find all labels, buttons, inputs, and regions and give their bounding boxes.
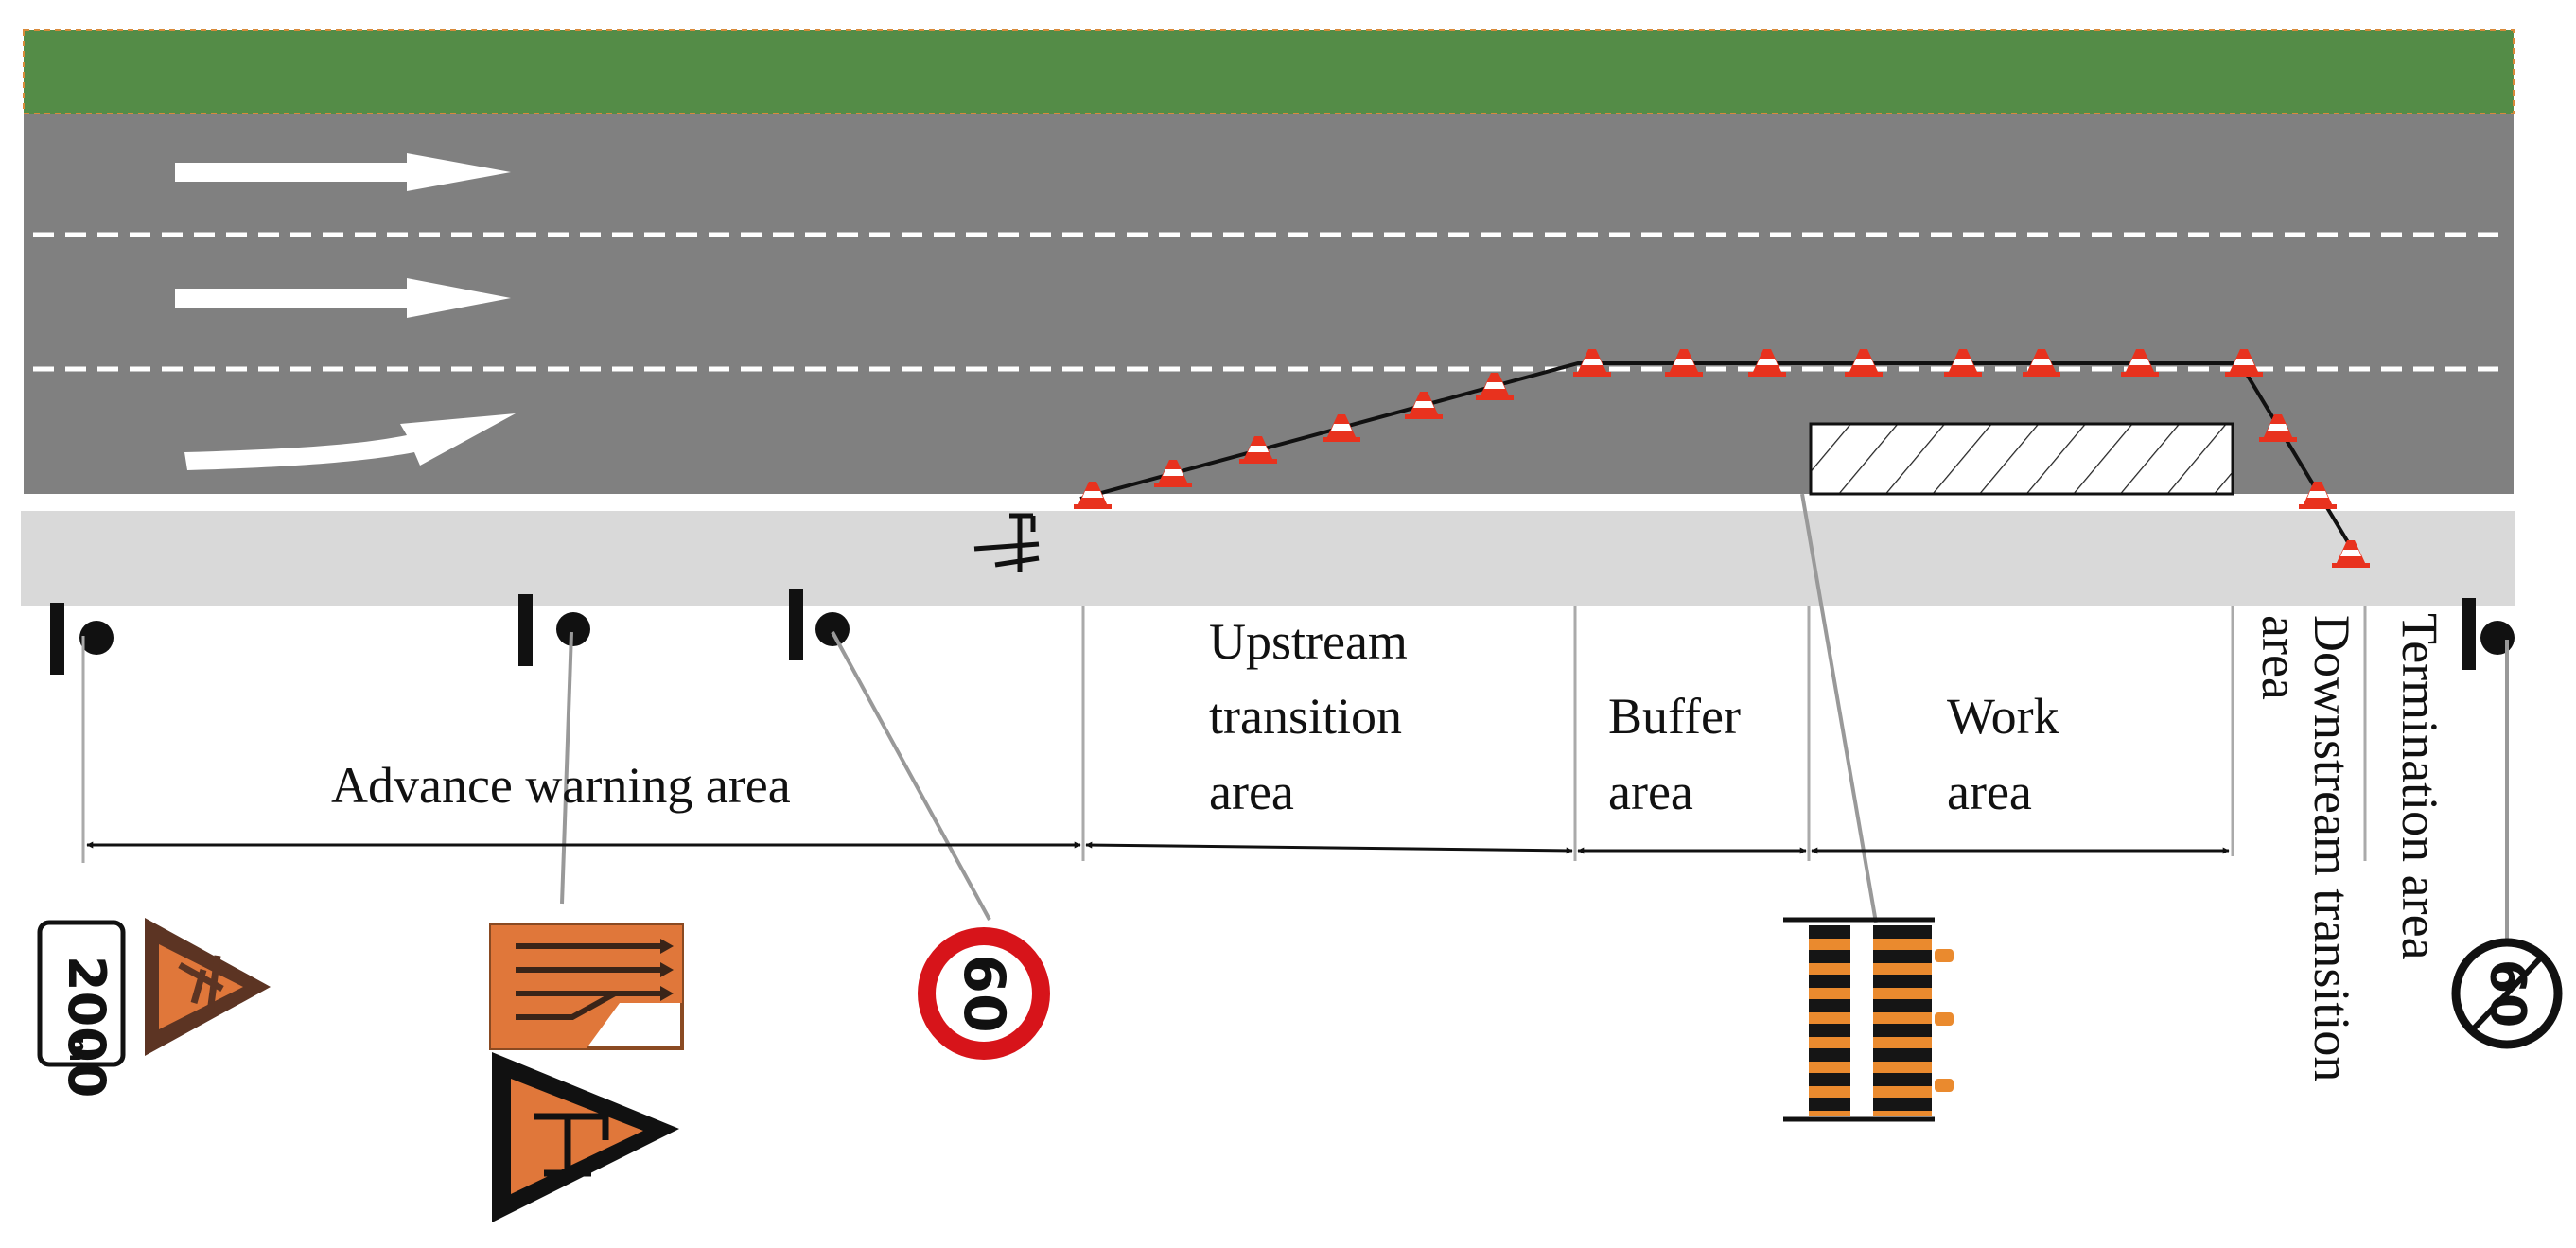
worker-warning-icon (492, 1052, 679, 1222)
upstream-transition-dimension (1085, 841, 1573, 854)
zone-boundaries (1081, 606, 2367, 861)
sign-post (789, 589, 991, 921)
work-area-block (1809, 422, 2234, 496)
speed-limit-sign-icon: 60 (918, 927, 1050, 1060)
work-label-1: Work (1947, 688, 2059, 745)
sign-post (518, 594, 590, 905)
grass-verge (23, 29, 2515, 114)
flagger-icon (973, 513, 1040, 572)
termination-label: Termination area (2392, 613, 2448, 960)
straight-arrow-icon (175, 278, 511, 318)
buffer-label-1: Buffer (1608, 688, 1741, 745)
sign-post (2462, 598, 2515, 946)
roadwork-warning-icon (145, 918, 271, 1056)
distance-unit: m (63, 1036, 92, 1062)
cone-line (1079, 361, 2364, 568)
buffer-label-2: area (1608, 764, 1693, 820)
upstream-transition-label-1: Upstream (1209, 613, 1408, 670)
lane-closure-sign-icon (489, 923, 684, 1050)
shoulder (21, 511, 2515, 606)
sign-post (50, 603, 114, 863)
downstream-transition-label-1: Downstream transition (2304, 615, 2360, 1081)
upstream-transition-label-3: area (1209, 764, 1294, 820)
advance-warning-label: Advance warning area (331, 757, 791, 814)
distance-plate-sign: 2000 m (37, 920, 126, 1098)
speed-limit-value: 60 (951, 954, 1017, 1033)
crash-barrier-icon (1783, 917, 1954, 1122)
end-speed-limit-sign-icon: 60 (2451, 938, 2563, 1049)
distance-value: 2000 (57, 956, 116, 1098)
upstream-transition-label-2: transition (1209, 688, 1402, 745)
downstream-transition-label-2: area (2252, 615, 2308, 700)
dimension-arrows (86, 841, 2230, 854)
work-label-2: area (1947, 764, 2032, 820)
curved-arrow-icon (184, 413, 516, 470)
straight-arrow-icon (175, 153, 511, 191)
